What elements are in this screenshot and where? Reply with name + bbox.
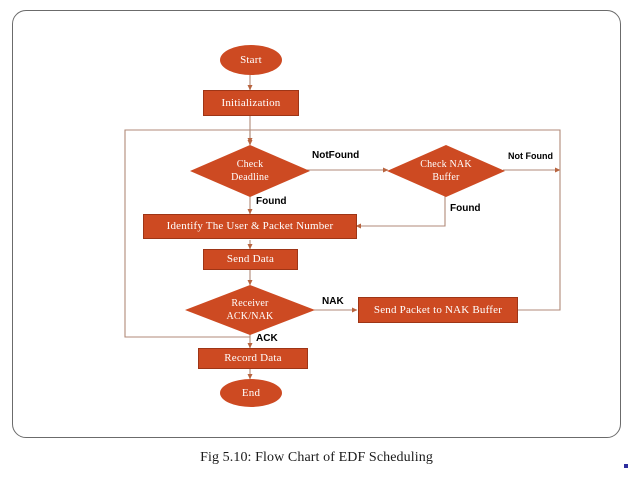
node-initialization[interactable]: Initialization — [203, 90, 299, 116]
corner-artifact-mark — [624, 464, 628, 468]
node-check-nak-buffer-label: Check NAK Buffer — [420, 158, 472, 185]
node-check-nak-buffer-line1: Check NAK — [420, 158, 472, 170]
node-send-data-label: Send Data — [226, 253, 275, 266]
node-receiver-ack-nak[interactable]: Receiver ACK/NAK — [185, 285, 315, 335]
node-send-packet-label: Send Packet to NAK Buffer — [373, 303, 503, 316]
edge-label-ack: ACK — [256, 333, 278, 344]
node-check-deadline[interactable]: Check Deadline — [190, 145, 310, 197]
node-check-deadline-label: Check Deadline — [231, 158, 269, 185]
node-initialization-label: Initialization — [221, 96, 281, 109]
node-check-nak-buffer[interactable]: Check NAK Buffer — [387, 145, 505, 197]
node-check-deadline-line1: Check — [236, 158, 264, 170]
node-end-label: End — [241, 386, 261, 399]
edge-label-notfound-2: Not Found — [508, 151, 553, 161]
edge-label-found-2: Found — [450, 203, 481, 214]
node-end[interactable]: End — [220, 379, 282, 407]
node-receiver-ack-nak-label: Receiver ACK/NAK — [227, 297, 274, 324]
edge-left-feedback-loop — [124, 129, 250, 338]
node-check-nak-buffer-line2: Buffer — [432, 172, 460, 183]
node-receiver-line1: Receiver — [231, 297, 269, 309]
edge-nak-found-identify — [355, 196, 446, 229]
edge-label-nak: NAK — [322, 296, 344, 307]
edge-label-notfound-1: NotFound — [312, 150, 360, 161]
node-start[interactable]: Start — [220, 45, 282, 75]
node-check-deadline-line2: Deadline — [231, 172, 269, 183]
edge-right-return-top — [250, 129, 561, 170]
node-start-label: Start — [240, 53, 262, 66]
figure-caption: Fig 5.10: Flow Chart of EDF Scheduling — [200, 450, 433, 465]
node-identify-user-packet[interactable]: Identify The User & Packet Number — [143, 214, 357, 239]
node-record-data-label: Record Data — [224, 352, 282, 365]
edge-label-found-1: Found — [256, 196, 287, 207]
node-send-data[interactable]: Send Data — [203, 249, 298, 270]
node-identify-user-packet-label: Identify The User & Packet Number — [166, 220, 334, 233]
node-record-data[interactable]: Record Data — [198, 348, 308, 369]
edge-sendpacket-loop — [518, 170, 561, 311]
node-receiver-line2: ACK/NAK — [226, 311, 274, 322]
node-send-packet-to-nak-buffer[interactable]: Send Packet to NAK Buffer — [358, 297, 518, 323]
